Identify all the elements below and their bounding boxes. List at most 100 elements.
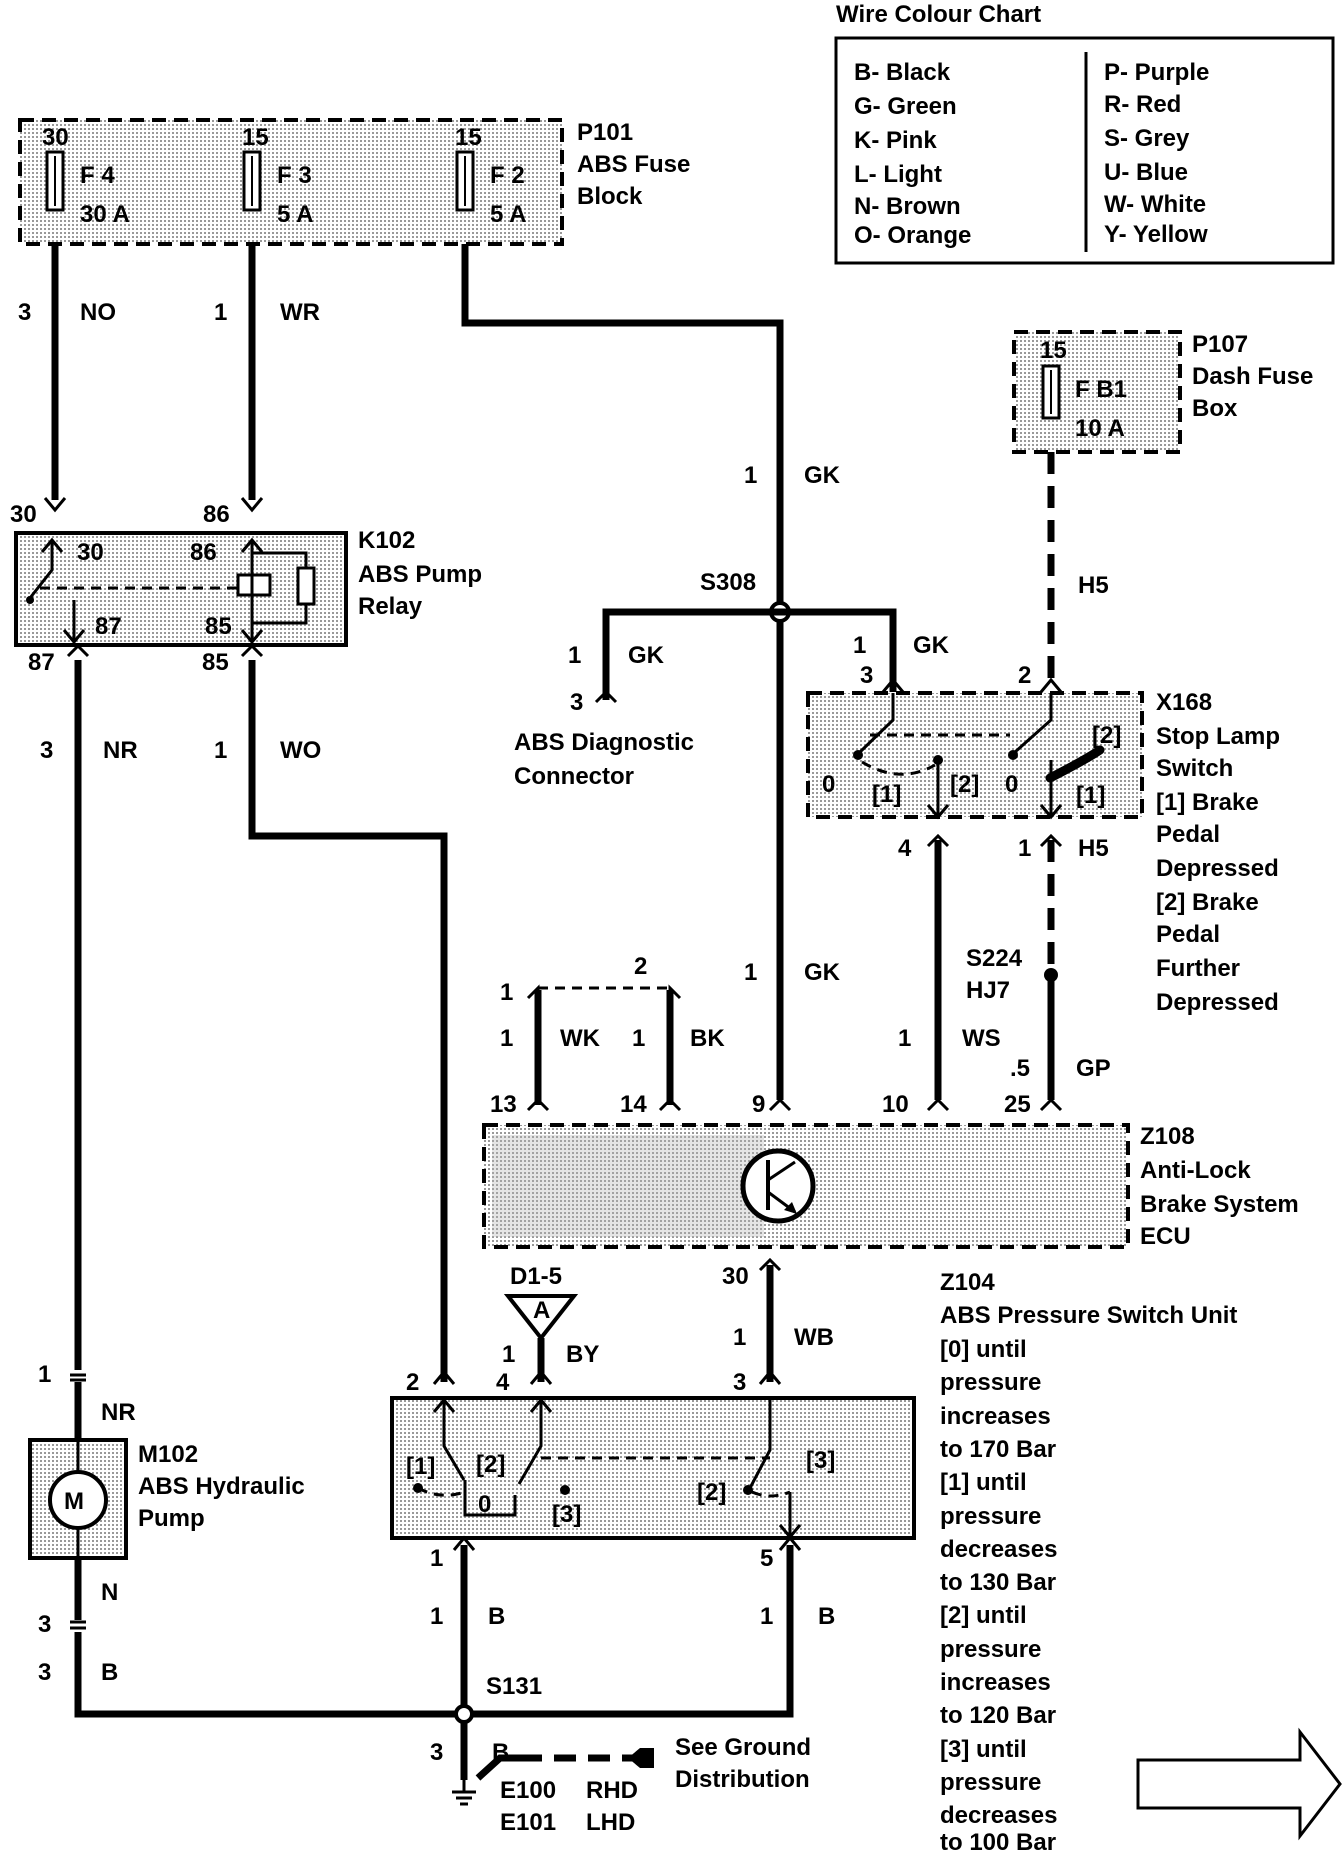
svg-text:NR: NR <box>103 737 138 764</box>
svg-text:ECU: ECU <box>1140 1223 1191 1250</box>
svg-text:to 120 Bar: to 120 Bar <box>940 1702 1056 1729</box>
svg-text:1: 1 <box>38 1361 51 1388</box>
svg-text:decreases: decreases <box>940 1802 1057 1829</box>
splice-s308: S308 <box>700 569 756 596</box>
svg-text:86: 86 <box>203 501 230 528</box>
legend-y: Y- Yellow <box>1104 221 1208 248</box>
svg-text:Stop Lamp: Stop Lamp <box>1156 723 1280 750</box>
svg-text:A: A <box>533 1297 550 1324</box>
svg-text:K102: K102 <box>358 527 415 554</box>
legend-b: B- Black <box>854 59 951 86</box>
svg-text:1: 1 <box>744 462 757 489</box>
svg-text:ABS Hydraulic: ABS Hydraulic <box>138 1473 305 1500</box>
x168-stop-lamp-switch: 3 2 0 [1] [2] 0 [2] [1] X168 Stop Lamp S… <box>806 662 1280 1016</box>
fuse-f2: 15 F 2 5 A <box>455 124 526 228</box>
wire-colour-chart: Wire Colour Chart B- Black G- Green K- P… <box>834 1 1335 265</box>
svg-text:S224: S224 <box>966 945 1023 972</box>
legend-o: O- Orange <box>854 222 971 249</box>
chart-title: Wire Colour Chart <box>836 1 1041 28</box>
svg-text:decreases: decreases <box>940 1536 1057 1563</box>
svg-text:RHD: RHD <box>586 1777 638 1804</box>
svg-text:Depressed: Depressed <box>1156 989 1279 1016</box>
svg-text:H5: H5 <box>1078 572 1109 599</box>
legend-s: S- Grey <box>1104 125 1190 152</box>
svg-text:[2]: [2] <box>950 771 979 798</box>
svg-text:0: 0 <box>1005 771 1018 798</box>
svg-text:1: 1 <box>430 1545 443 1572</box>
svg-text:4: 4 <box>496 1369 510 1396</box>
svg-text:14: 14 <box>620 1091 647 1118</box>
svg-text:3: 3 <box>38 1659 51 1686</box>
svg-text:M102: M102 <box>138 1441 198 1468</box>
svg-text:87: 87 <box>28 649 55 676</box>
z104-abs-pressure-switch-unit: 2 4 3 [1] [2] 0 [3] [3] [2] 1 5 Z104 ABS… <box>390 1269 1237 1854</box>
svg-text:30: 30 <box>42 124 69 151</box>
p101-id: P101 <box>577 119 633 146</box>
k102-abs-pump-relay: 30 86 30 86 87 85 K102 ABS Pump Relay 87… <box>10 501 482 676</box>
svg-text:3: 3 <box>430 1739 443 1766</box>
wires-lower: 1 WB D1-5 A 1 BY <box>502 1257 834 1382</box>
svg-text:GK: GK <box>804 462 841 489</box>
svg-text:WR: WR <box>280 299 320 326</box>
svg-text:Dash Fuse: Dash Fuse <box>1192 363 1313 390</box>
svg-text:WS: WS <box>962 1025 1001 1052</box>
svg-text:[1]: [1] <box>406 1453 435 1480</box>
svg-text:B: B <box>818 1603 835 1630</box>
svg-text:2: 2 <box>634 953 647 980</box>
splice-s131: S131 <box>486 1673 542 1700</box>
svg-text:to 100 Bar: to 100 Bar <box>940 1829 1056 1854</box>
svg-text:9: 9 <box>752 1091 765 1118</box>
svg-text:[1]: [1] <box>1076 782 1105 809</box>
z108-abs-ecu: 13 14 9 10 25 Z108 Anti-Lock Brake Syste… <box>482 1091 1299 1290</box>
svg-text:Anti-Lock: Anti-Lock <box>1140 1157 1251 1184</box>
svg-text:1: 1 <box>632 1025 645 1052</box>
svg-text:Pedal: Pedal <box>1156 821 1220 848</box>
wires-left: 3 NR 1 WO <box>40 643 448 1382</box>
svg-text:Z104: Z104 <box>940 1269 995 1296</box>
svg-text:[2] Brake: [2] Brake <box>1156 889 1259 916</box>
svg-text:to 130 Bar: to 130 Bar <box>940 1569 1056 1596</box>
svg-text:See Ground: See Ground <box>675 1734 811 1761</box>
svg-text:[0] until: [0] until <box>940 1336 1027 1363</box>
svg-text:E100: E100 <box>500 1777 556 1804</box>
svg-text:1: 1 <box>1018 835 1031 862</box>
svg-text:Depressed: Depressed <box>1156 855 1279 882</box>
svg-text:1: 1 <box>502 1341 515 1368</box>
svg-text:[3]: [3] <box>552 1501 581 1528</box>
svg-text:ABS Pump: ABS Pump <box>358 561 482 588</box>
svg-text:[3] until: [3] until <box>940 1736 1027 1763</box>
svg-text:3: 3 <box>570 689 583 716</box>
ground-section: 1 B 1 B S131 3 B E100 RHD E101 LHD See G… <box>74 1535 835 1836</box>
svg-text:86: 86 <box>190 539 217 566</box>
svg-text:F 4: F 4 <box>80 162 115 189</box>
svg-text:Pump: Pump <box>138 1505 205 1532</box>
svg-text:0: 0 <box>478 1491 491 1518</box>
svg-text:85: 85 <box>202 649 229 676</box>
svg-text:1: 1 <box>500 979 513 1006</box>
legend-r: R- Red <box>1104 91 1181 118</box>
svg-text:3: 3 <box>40 737 53 764</box>
svg-text:1: 1 <box>214 737 227 764</box>
svg-text:WB: WB <box>794 1324 834 1351</box>
legend-p: P- Purple <box>1104 59 1209 86</box>
p107-dash-fuse-box: 15 F B1 10 A P107 Dash Fuse Box <box>1012 330 1313 454</box>
svg-text:.5: .5 <box>1010 1055 1030 1082</box>
svg-text:[2] until: [2] until <box>940 1602 1027 1629</box>
svg-text:2: 2 <box>406 1369 419 1396</box>
svg-text:NO: NO <box>80 299 116 326</box>
svg-text:1: 1 <box>500 1025 513 1052</box>
p101-name1: ABS Fuse <box>577 151 690 178</box>
svg-text:[2]: [2] <box>697 1479 726 1506</box>
svg-text:[1]: [1] <box>872 781 901 808</box>
legend-w: W- White <box>1104 191 1206 218</box>
legend-k: K- Pink <box>854 127 937 154</box>
svg-text:1: 1 <box>733 1324 746 1351</box>
svg-text:Pedal: Pedal <box>1156 921 1220 948</box>
svg-text:Switch: Switch <box>1156 755 1233 782</box>
svg-text:GK: GK <box>913 632 950 659</box>
svg-text:85: 85 <box>205 613 232 640</box>
svg-text:30: 30 <box>722 1263 749 1290</box>
legend-l: L- Light <box>854 161 942 188</box>
svg-text:13: 13 <box>490 1091 517 1118</box>
